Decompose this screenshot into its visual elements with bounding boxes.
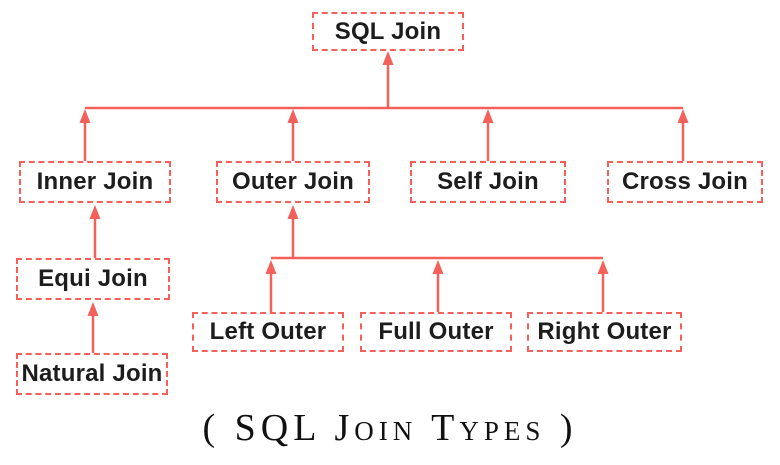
- arrowhead-leftouter: [265, 260, 277, 274]
- node-self-join: Self Join: [410, 161, 566, 203]
- node-right-outer: Right Outer: [527, 312, 682, 352]
- node-sql-join: SQL Join: [312, 12, 464, 51]
- arrowhead-rail-to-outer: [287, 205, 299, 219]
- node-inner-join: Inner Join: [19, 161, 171, 203]
- arrowhead-equi: [89, 205, 101, 219]
- diagram-caption: ( SQL Join Types ): [202, 407, 578, 449]
- node-cross-join: Cross Join: [607, 161, 763, 203]
- arrowhead-self: [482, 109, 494, 123]
- arrowhead-natural: [87, 302, 99, 316]
- node-full-outer: Full Outer: [360, 312, 512, 352]
- arrowhead-inner: [79, 109, 91, 123]
- arrowhead-cross: [677, 109, 689, 123]
- node-left-outer: Left Outer: [192, 312, 344, 352]
- arrowhead-rightouter: [597, 260, 609, 274]
- arrowhead-outer: [287, 109, 299, 123]
- node-outer-join: Outer Join: [216, 161, 370, 203]
- arrowhead-fullouter: [432, 260, 444, 274]
- node-natural-join: Natural Join: [16, 353, 168, 395]
- arrowhead-to-sql: [382, 51, 394, 65]
- node-equi-join: Equi Join: [16, 258, 170, 300]
